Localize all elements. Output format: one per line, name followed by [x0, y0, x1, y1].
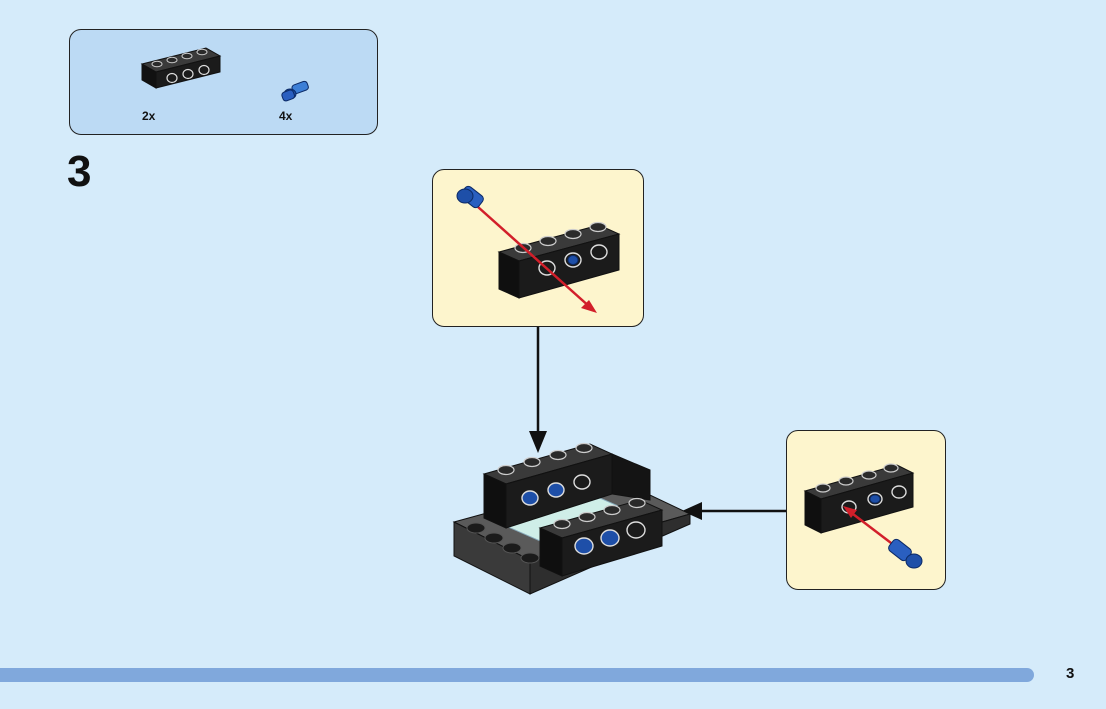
technic-pin-part-icon [281, 80, 309, 102]
pin-quantity: 4x [279, 109, 293, 123]
technic-brick-part-icon [140, 47, 222, 89]
left-arrow-icon [682, 502, 786, 520]
footer-bar [0, 668, 1034, 682]
brick-quantity: 2x [142, 109, 156, 123]
down-arrow-icon [529, 327, 547, 453]
callout-top-illustration [456, 185, 621, 313]
page-number: 3 [1066, 665, 1075, 682]
callout-right [786, 430, 946, 590]
parts-list-box: 2x 4x [69, 29, 378, 135]
callout-top [432, 169, 644, 327]
step-number: 3 [67, 147, 92, 196]
main-assembly-illustration [452, 442, 692, 595]
callout-right-illustration [803, 463, 923, 569]
